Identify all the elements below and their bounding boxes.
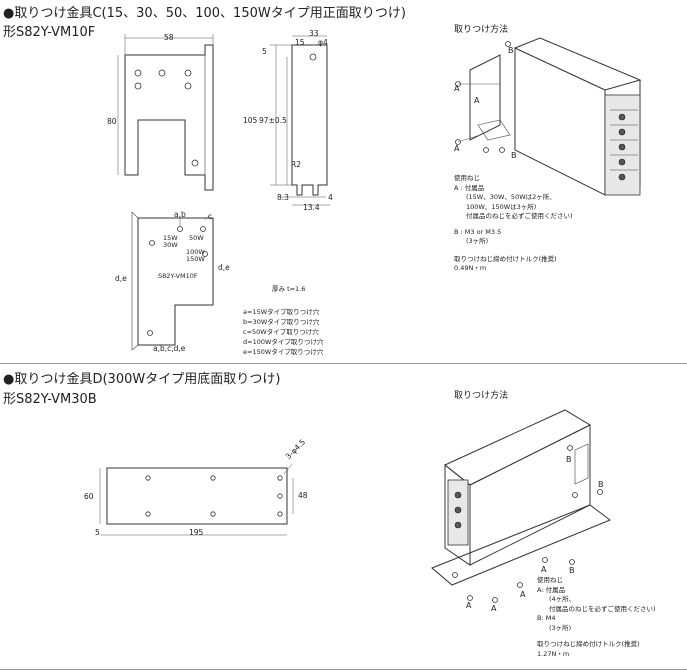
section-d-label-a1: A bbox=[466, 601, 472, 610]
legend-item: a=15Wタイプ取りつけ穴 bbox=[243, 308, 320, 316]
plate-label-c: c bbox=[208, 212, 213, 221]
section-d-label-b1: B bbox=[566, 455, 572, 464]
screw-a-line: (15W、30W、50Wは2ヶ所、 bbox=[466, 193, 556, 201]
section-c-screw-info: 使用ねじ A : 付属品 (15W、30W、50Wは2ヶ所、 100W、150W… bbox=[454, 174, 573, 274]
bracket-c-front-view bbox=[270, 35, 330, 206]
dim-8-3: 8.3 bbox=[277, 193, 289, 202]
section-c-label-a3: A bbox=[454, 144, 460, 153]
section-c-mounting-title: 取りつけ方法 bbox=[454, 25, 509, 35]
dim-13-4: 13.4 bbox=[303, 203, 320, 212]
plate-model-label: S82Y-VM10F bbox=[158, 272, 198, 280]
dim-97: 97±0.5 bbox=[259, 116, 287, 125]
dim-5: 5 bbox=[262, 47, 267, 56]
section-d-mounting-illustration bbox=[431, 409, 612, 603]
plate-label-150w: 150W bbox=[186, 255, 205, 263]
hole-legend: a=15Wタイプ取りつけ穴 b=30Wタイプ取りつけ穴 c=50Wタイプ取りつけ… bbox=[243, 307, 323, 357]
section-d-model: 形S82Y-VM30B bbox=[3, 392, 97, 407]
dim-top-15: 15 bbox=[295, 38, 305, 47]
dim-height-80: 80 bbox=[107, 117, 117, 126]
plate-label-ab: a,b bbox=[174, 210, 186, 219]
dim-d-195: 195 bbox=[189, 528, 204, 537]
section-c-label-b1: B bbox=[508, 46, 514, 55]
section-divider bbox=[0, 363, 687, 364]
dim-d-60: 60 bbox=[84, 492, 94, 501]
dim-d-5: 5 bbox=[95, 528, 100, 537]
screw-a-line: A: 付属品 bbox=[537, 585, 566, 594]
plate-label-abcde: a,b,c,d,e bbox=[153, 344, 186, 353]
section-d-label-a4: A bbox=[541, 565, 547, 574]
plate-label-15w: 15W bbox=[163, 234, 178, 242]
screw-a-line: A : 付属品 bbox=[454, 183, 485, 192]
dim-r2: R2 bbox=[291, 160, 301, 169]
legend-item: b=30Wタイプ取りつけ穴 bbox=[243, 318, 320, 326]
legend-item: c=50Wタイプ取りつけ穴 bbox=[243, 328, 319, 336]
plate-label-100w: 100W bbox=[186, 248, 205, 256]
dim-hole-d4: φ4 bbox=[318, 38, 328, 47]
plate-label-de-right: d,e bbox=[218, 263, 230, 272]
screw-a-line: 付属品のねじを必ずご使用ください) bbox=[549, 604, 656, 613]
section-c-label-b2: B bbox=[511, 151, 517, 160]
plate-label-de-left: d,e bbox=[115, 274, 127, 283]
dim-top-33: 33 bbox=[309, 29, 319, 38]
screw-b-line: B : M3 or M3.5 bbox=[454, 227, 502, 236]
torque-title: 取りつけねじ締め付けトルク(推奨) bbox=[454, 254, 557, 263]
section-d-mounting-title: 取りつけ方法 bbox=[454, 391, 509, 401]
torque-value: 0.49N・m bbox=[454, 264, 487, 272]
section-d-screw-info: 使用ねじ A: 付属品 (4ヶ所、 付属品のねじを必ずご使用ください) B: M… bbox=[537, 576, 656, 659]
section-d-label-b2: B bbox=[598, 480, 604, 489]
dim-4: 4 bbox=[328, 193, 333, 202]
bracket-d-plate-view bbox=[99, 463, 294, 536]
torque-value: 1.27N・m bbox=[537, 649, 570, 658]
section-c-title: ●取りつけ金具C(15、30、50、100、150Wタイプ用正面取りつけ) bbox=[3, 6, 406, 21]
plate-label-50w: 50W bbox=[189, 234, 204, 242]
bottom-divider bbox=[0, 669, 687, 670]
bracket-c-plate-view bbox=[131, 211, 214, 351]
section-d-title: ●取りつけ金具D(300Wタイプ用底面取りつけ) bbox=[3, 372, 281, 387]
screw-a-line: 100W、150Wは3ヶ所) bbox=[466, 202, 537, 211]
screw-a-line: (4ヶ所、 bbox=[549, 595, 576, 603]
section-c-label-a1: A bbox=[454, 84, 460, 93]
section-c-model: 形S82Y-VM10F bbox=[3, 25, 96, 40]
section-d-label-b3: B bbox=[569, 566, 575, 575]
torque-title: 取りつけねじ締め付けトルク(推奨) bbox=[537, 640, 640, 648]
bracket-c-side-view bbox=[117, 34, 214, 191]
screws-title: 使用ねじ bbox=[454, 174, 480, 182]
screw-a-line: 付属品のねじを必ずご使用ください) bbox=[466, 212, 573, 220]
section-d-label-a2: A bbox=[491, 604, 497, 613]
plate-label-30w: 30W bbox=[163, 241, 178, 249]
screws-title: 使用ねじ bbox=[537, 576, 563, 584]
screw-b-line: (3ヶ所) bbox=[549, 623, 572, 632]
section-c-mounting-illustration bbox=[455, 37, 642, 196]
screw-b-line: B: M4 bbox=[537, 614, 556, 622]
screw-b-line: (3ヶ所) bbox=[466, 237, 489, 245]
legend-item: e=150Wタイプ取りつけ穴 bbox=[243, 348, 324, 356]
thickness-label: 厚み t=1.6 bbox=[272, 285, 306, 293]
legend-item: d=100Wタイプ取りつけ穴 bbox=[243, 338, 324, 346]
section-d-label-a3: A bbox=[520, 590, 526, 599]
section-c-label-a2: A bbox=[474, 96, 480, 105]
dim-d-48: 48 bbox=[298, 491, 308, 500]
dim-width-58: 58 bbox=[164, 33, 174, 42]
dim-105: 105 bbox=[243, 116, 258, 125]
